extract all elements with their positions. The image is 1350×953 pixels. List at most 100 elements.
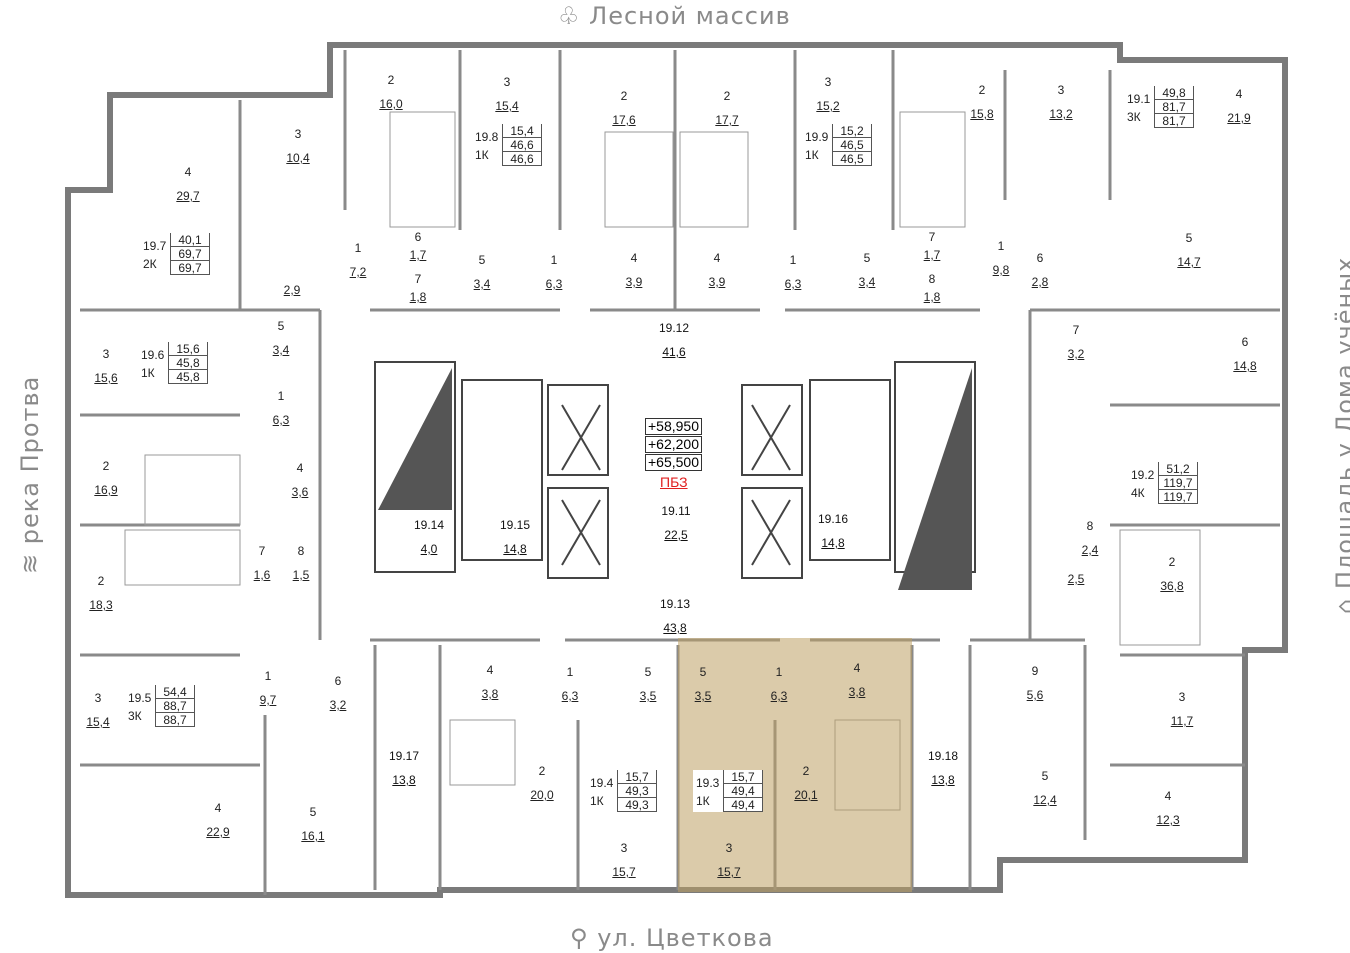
rooms-a: 6,3 [561, 689, 579, 703]
apartments-id: 19.3 [696, 776, 720, 790]
selected-apartment-highlight[interactable] [678, 638, 912, 892]
rooms-n: 3 [1057, 83, 1065, 97]
apartments-total2: 46,6 [502, 152, 542, 166]
rooms-n [1068, 543, 1085, 567]
rooms-a: 10,4 [286, 151, 310, 165]
apartments-type: 1К [475, 148, 489, 162]
common-id: 19.11 [661, 504, 691, 518]
rooms-a: 6,3 [770, 689, 788, 703]
rooms-a: 3,9 [708, 275, 726, 289]
apartments-living: 40,1 [170, 233, 210, 247]
rooms-n: 4 [486, 663, 494, 677]
rooms-a: 17,7 [715, 113, 739, 127]
elevation-mark: +62,200 [645, 436, 702, 453]
rooms-a: 15,4 [86, 715, 110, 729]
rooms-a: 12,3 [1156, 813, 1180, 827]
rooms-n: 6 [334, 674, 342, 688]
rooms-n: 9 [1031, 664, 1039, 678]
common-id: 19.17 [388, 749, 420, 763]
apartments-type: 1К [590, 794, 604, 808]
rooms-n: 5 [699, 665, 707, 679]
rooms-a: 2,8 [1031, 275, 1049, 289]
rooms-a: 2,9 [283, 283, 301, 297]
rooms-n: 6 [414, 230, 422, 244]
rooms-n: 1 [354, 241, 362, 255]
east-label: ⌂ Площадь у Дома учёных [1331, 257, 1350, 614]
rooms-n [284, 254, 301, 278]
rooms-n: 5 [863, 251, 871, 265]
apartments-living: 15,6 [168, 342, 208, 356]
apartments-total: 69,7 [170, 247, 210, 261]
common-id: 19.18 [927, 749, 959, 763]
room-label: 2,9 [284, 254, 301, 302]
south-label: ⚲ ул. Цветкова [570, 924, 774, 952]
rooms-n: 2 [102, 459, 110, 473]
rooms-a: 3,9 [625, 275, 643, 289]
apartments-total: 45,8 [168, 356, 208, 370]
apartments-type: 1К [805, 148, 819, 162]
apartments-living: 54,4 [155, 685, 195, 699]
apartments-id: 19.5 [128, 691, 152, 705]
rooms-n: 2 [1168, 555, 1176, 569]
apartments-living: 15,2 [832, 124, 872, 138]
rooms-a: 1,6 [253, 568, 271, 582]
rooms-n: 1 [277, 389, 285, 403]
north-label: ♧ Лесной массив [558, 2, 791, 30]
rooms-n: 4 [214, 801, 222, 815]
rooms-a: 13,2 [1049, 107, 1073, 121]
forest-icon: ♧ [558, 2, 581, 30]
rooms-a: 21,9 [1227, 111, 1251, 125]
rooms-n: 2 [723, 89, 731, 103]
common-id: 19.16 [817, 512, 849, 526]
rooms-n: 2 [802, 764, 810, 778]
rooms-n: 4 [296, 461, 304, 475]
common-area: 41,6 [662, 345, 686, 359]
rooms-n: 4 [184, 165, 192, 179]
rooms-a: 3,8 [848, 685, 866, 699]
common-id: 19.14 [413, 518, 445, 532]
apartments-total2: 46,5 [832, 152, 872, 166]
orientation-top: Лесной массив [589, 2, 791, 30]
rooms-a: 3,2 [1067, 347, 1085, 361]
apartments-living: 15,4 [502, 124, 542, 138]
rooms-n: 1 [775, 665, 783, 679]
rooms-n: 7 [258, 544, 266, 558]
rooms-n: 3 [503, 75, 511, 89]
rooms-n: 7 [414, 272, 422, 286]
rooms-a: 3,2 [329, 698, 347, 712]
rooms-a: 11,7 [1170, 714, 1194, 728]
apartments-id: 19.1 [1127, 92, 1151, 106]
rooms-n: 4 [1164, 789, 1172, 803]
